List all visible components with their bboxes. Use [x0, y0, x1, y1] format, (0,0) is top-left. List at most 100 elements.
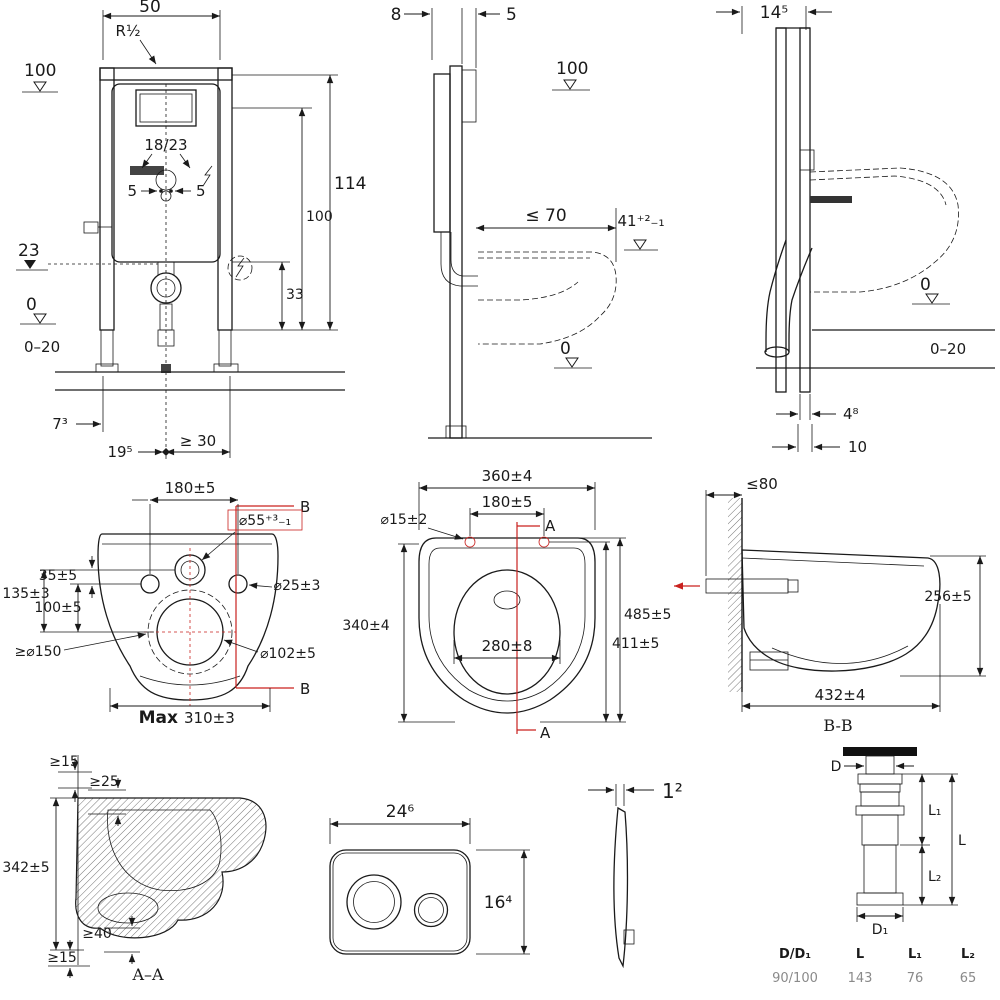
- dim-35: 35±5: [39, 568, 77, 584]
- dim-thickness: 1²: [662, 779, 683, 803]
- dim-135: 135±3: [2, 586, 49, 602]
- dim-15-top: ≥15: [49, 754, 79, 770]
- pan-outline-dashed: [809, 167, 959, 293]
- dim-411: 411±5: [612, 636, 659, 652]
- bowl-opening: [453, 569, 561, 695]
- pipe-body: [855, 773, 905, 906]
- dim-7: 7³: [52, 415, 68, 433]
- dim-top-width: 50: [139, 0, 161, 17]
- level-marker-open: [565, 357, 579, 368]
- pan-holes: [140, 548, 248, 706]
- frame-structure: [55, 67, 345, 460]
- support-arm: [810, 196, 852, 203]
- front-view-dimensions: 50 R½ 100 18/23 5 5 114 100 33 23: [16, 0, 366, 461]
- dim-4: 4⁸: [843, 405, 859, 423]
- table-value-dd1: 90/100: [772, 971, 818, 986]
- table-header-l: L: [856, 947, 864, 962]
- dim-10: 10: [848, 438, 867, 456]
- center-mark: [162, 448, 170, 456]
- outlet-connection: [749, 651, 789, 671]
- panel-top-view: A A 360±4 180±5 ⌀15±2 340±4 485±5 411±5 …: [342, 467, 671, 742]
- table-header-l2: L₂: [961, 947, 975, 962]
- frame-profile: [428, 65, 652, 439]
- dia-102-label: ⌀102±5: [260, 646, 316, 662]
- power-connection-zone: [227, 255, 253, 281]
- dia-15-label: ⌀15±2: [381, 512, 428, 528]
- dim-plate-height: 16⁴: [484, 893, 513, 913]
- level-0-label: 0: [560, 339, 571, 359]
- level-marker-open: [633, 239, 647, 250]
- water-supply-valve: [83, 221, 99, 234]
- panel-side-view-right: 14⁵ 0 0–20 4⁸ 10: [716, 3, 995, 456]
- level-marker-open: [563, 79, 577, 90]
- flush-button-large: [346, 874, 402, 930]
- dia-150-label: ≥⌀150: [15, 644, 62, 660]
- flush-outlet: [493, 590, 521, 610]
- dim-360: 360±4: [482, 467, 533, 485]
- dim-l1-label: L₁: [928, 803, 941, 819]
- table-header-l1: L₁: [908, 947, 922, 962]
- level-marker-open: [33, 81, 47, 92]
- dim-25: ≥25: [89, 774, 119, 790]
- section-b-bottom-label: B: [300, 680, 310, 698]
- dim-80: ≤80: [746, 475, 778, 493]
- section-a-top-label: A: [545, 517, 556, 535]
- dim-180: 180±5: [165, 479, 216, 497]
- dim-41: 41⁺²₋₁: [618, 212, 665, 230]
- section-bb-dimensions: ≤80 256±5 432±4 B-B: [705, 475, 986, 735]
- dim-offset-left: 5: [127, 182, 137, 200]
- dim-15-bottom: ≥15: [47, 950, 77, 966]
- max-word: Max: [139, 708, 178, 728]
- brand-logo: [130, 166, 164, 175]
- drain-pipe: [764, 239, 813, 358]
- panel-side-view: 8 5 100 ≤ 70 41⁺²₋₁ 0: [391, 5, 665, 439]
- table-header-dd1: D/D₁: [779, 947, 811, 962]
- section-bb-caption: B-B: [823, 716, 852, 735]
- fixing-hole-right: [228, 574, 248, 594]
- level-100-label: 100: [24, 61, 56, 81]
- pipe-cap: [843, 747, 917, 756]
- panel-plate-profile: 1²: [588, 779, 683, 969]
- dim-100: 100±5: [34, 600, 81, 616]
- panel-section-bb: ≤80 256±5 432±4 B-B: [674, 475, 986, 735]
- pan-rear-outline: [97, 533, 279, 701]
- dim-70: ≤ 70: [525, 206, 566, 226]
- section-line-b: B B: [235, 498, 310, 698]
- dim-30: ≥ 30: [180, 432, 216, 450]
- wall-hatch: [728, 498, 742, 692]
- dim-342: 342±5: [2, 860, 49, 876]
- pipe-size-table: D/D₁ L L₁ L₂ 90/100 143 76 65: [772, 947, 976, 986]
- section-aa-dimensions: ≥15 ≥25 342±5 ≥40 ≥15 A–A: [2, 754, 164, 984]
- rear-view-dimensions: 180±5 ⌀55⁺³₋₁ ⌀25±3 ⌀102±5 ≥⌀150 35±5 10…: [2, 479, 320, 728]
- panel-outlet-pipe: D L₁ L₂ L D₁ D/D₁ L L₁ L₂ 90/100 143 76 …: [772, 747, 976, 986]
- lightning-icon: [202, 165, 213, 187]
- section-a-bottom-label: A: [540, 724, 551, 742]
- pipe-flange: [856, 892, 904, 906]
- plate-profile-dimensions: 1²: [588, 779, 683, 806]
- floor-range-label: 0–20: [930, 340, 966, 358]
- dim-40: ≥40: [82, 926, 112, 942]
- pan-side-profile: [741, 549, 941, 672]
- dia-25-label: ⌀25±3: [274, 578, 321, 594]
- dim-19: 19⁵: [107, 443, 132, 461]
- outlet-socket: [150, 272, 182, 304]
- table-value-l: 143: [848, 971, 873, 986]
- dim-8: 8: [391, 5, 402, 25]
- pipe-dimensions: D L₁ L₂ L D₁: [831, 759, 966, 938]
- dim-5: 5: [506, 5, 517, 25]
- flush-button-small: [413, 892, 449, 928]
- dim-180: 180±5: [482, 493, 533, 511]
- dim-radius: R½: [116, 22, 141, 40]
- table-value-l2: 65: [960, 971, 977, 986]
- pan-top-outline: [418, 536, 596, 714]
- level-23-label: 23: [18, 241, 40, 261]
- flush-plate-dimensions: 24⁶ 16⁴: [329, 802, 530, 955]
- panel-front-view: 50 R½ 100 18/23 5 5 114 100 33 23: [16, 0, 366, 461]
- section-line-a: A A: [516, 517, 556, 742]
- level-100-label: 100: [556, 59, 588, 79]
- level-marker-filled: [24, 260, 36, 269]
- pipe-stem: [865, 755, 895, 775]
- panel-section-aa: ≥15 ≥25 342±5 ≥40 ≥15 A–A: [2, 754, 267, 984]
- floor-range-label: 0–20: [24, 338, 60, 356]
